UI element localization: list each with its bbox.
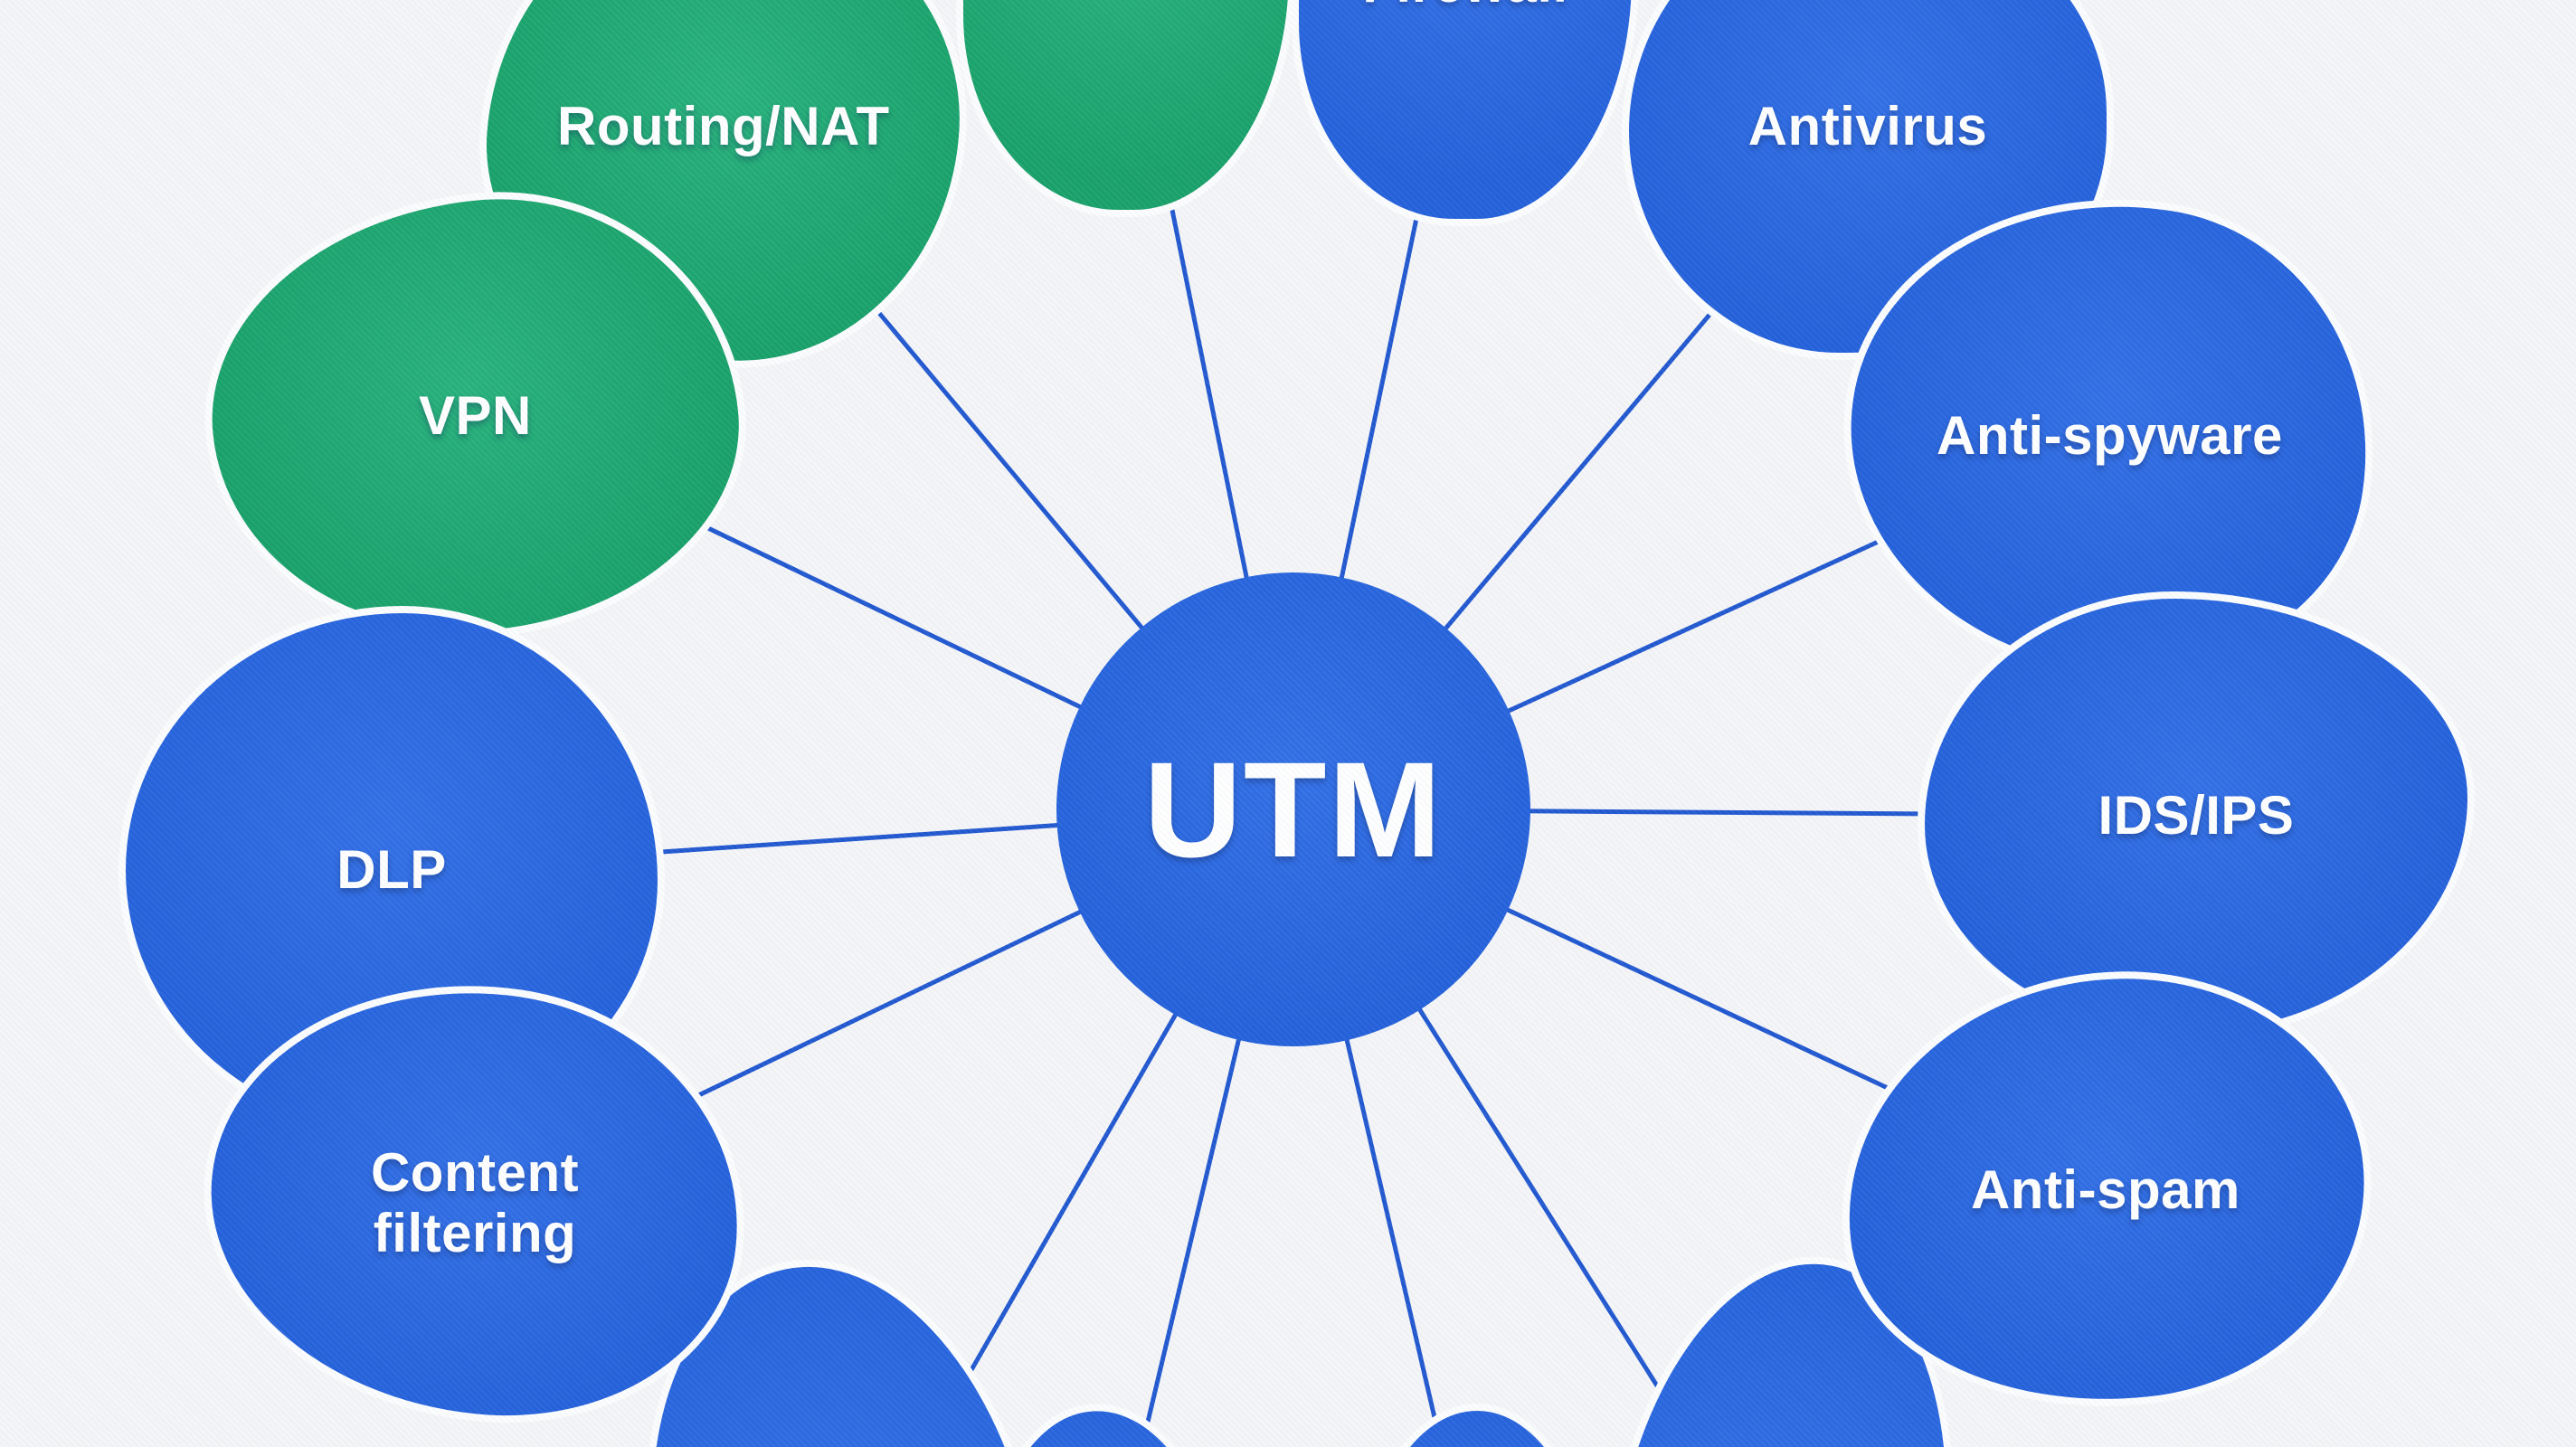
node-label: VPN bbox=[418, 385, 532, 447]
center-node-utm: UTM bbox=[1056, 572, 1530, 1046]
node-label: Antivirus bbox=[1747, 96, 1988, 157]
node-label: IDS/IPS bbox=[2098, 785, 2295, 846]
node-label: DLP bbox=[336, 839, 447, 901]
node-label: Anti-spyware bbox=[1936, 405, 2283, 467]
center-node-label: UTM bbox=[1143, 733, 1444, 885]
node-label: Content filtering bbox=[370, 1141, 580, 1263]
node-label: Anti-spam bbox=[1971, 1159, 2240, 1221]
node-label: Firewall bbox=[1362, 0, 1567, 14]
node-label: Routing/NAT bbox=[557, 96, 890, 157]
